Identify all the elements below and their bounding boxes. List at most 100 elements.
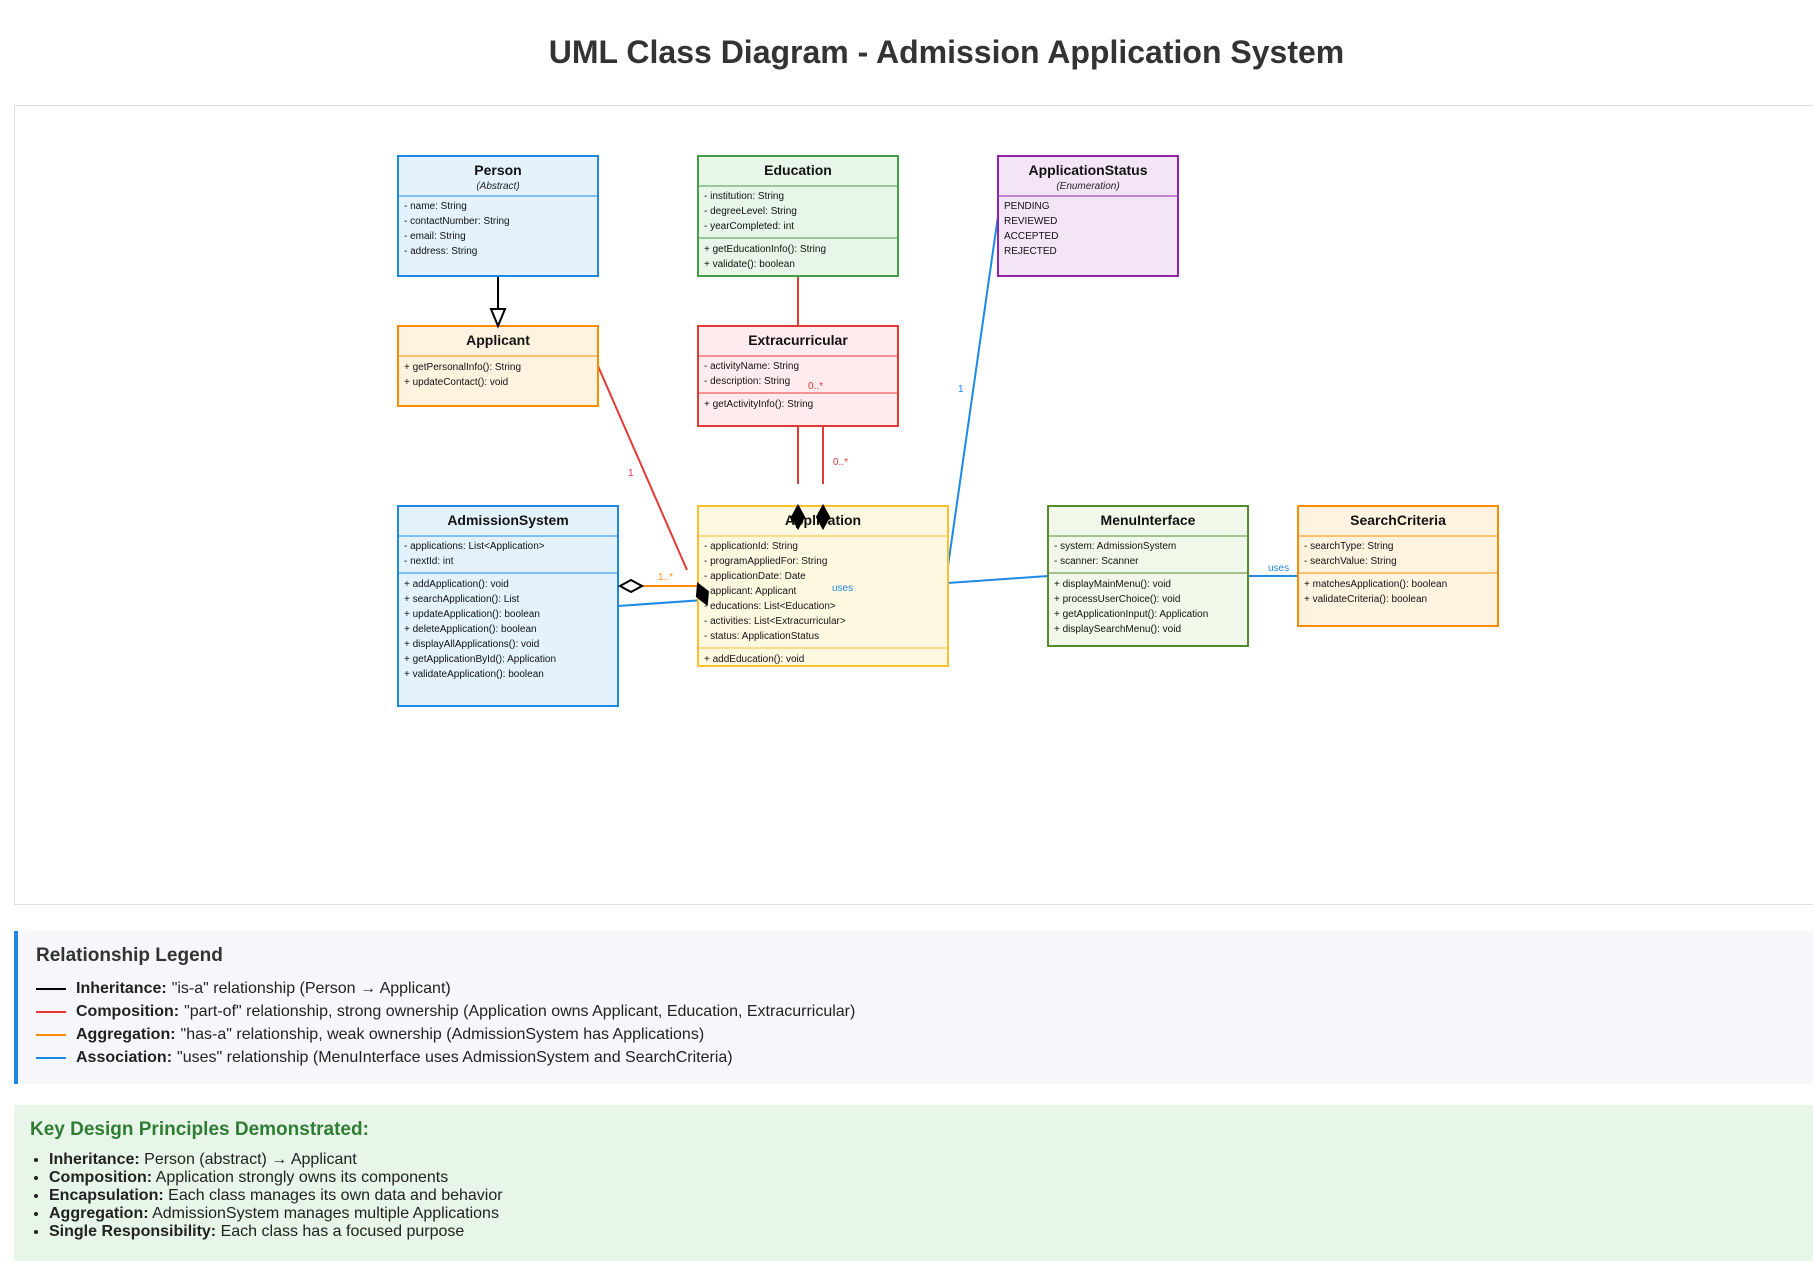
principle-name: Single Responsibility: xyxy=(49,1223,217,1240)
class-box xyxy=(1297,505,1499,627)
principle-text: AdmissionSystem manages multiple Applica… xyxy=(152,1205,499,1222)
class-attribute: - searchValue: String xyxy=(1304,556,1397,567)
principle-text: Application strongly owns its components xyxy=(155,1169,449,1186)
class-attribute: - address: String xyxy=(404,246,477,257)
class-method: + updateApplication(): boolean xyxy=(404,609,540,620)
multiplicity-applicant: 1 xyxy=(628,468,634,479)
legend-item-name: Aggregation: xyxy=(76,1025,176,1043)
class-method: + validateCriteria(): boolean xyxy=(1304,594,1427,605)
class-name: Education xyxy=(764,162,832,178)
design-principles: Key Design Principles Demonstrated: Inhe… xyxy=(14,1105,1813,1261)
class-attribute: - description: String xyxy=(704,376,790,387)
legend-title: Relationship Legend xyxy=(36,945,223,966)
class-extracurricular: Extracurricular- activityName: String- d… xyxy=(697,325,899,427)
association-line-swatch xyxy=(36,1056,66,1059)
class-attribute: - activities: List<Extracurricular> xyxy=(704,616,846,627)
class-method: + addApplication(): void xyxy=(404,579,509,590)
principle-item: Composition: Application strongly owns i… xyxy=(49,1169,1813,1187)
class-method: + deleteApplication(): boolean xyxy=(404,624,537,635)
class-menu-interface: MenuInterface - system: AdmissionSystem - … xyxy=(1047,505,1249,647)
class-name: MenuInterface xyxy=(1101,512,1196,528)
class-method: + getApplicationInput(): Application xyxy=(1054,609,1208,620)
multiplicity-extracurricular: 0..* xyxy=(833,457,848,468)
class-method: + displayAllApplications(): void xyxy=(404,639,539,650)
principle-text: Person (abstract) → Applicant xyxy=(144,1151,357,1168)
class-box xyxy=(697,505,949,667)
legend-item-aggregation: Aggregation: "has-a" relationship, weak … xyxy=(36,1023,1813,1046)
class-attribute: ACCEPTED xyxy=(1004,231,1058,242)
multiplicity-education: 0..* xyxy=(808,381,823,392)
class-attribute: - scanner: Scanner xyxy=(1054,556,1139,567)
class-method: + getActivityInfo(): String xyxy=(704,399,813,410)
class-attribute: - institution: String xyxy=(704,191,784,202)
class-attribute: - searchType: String xyxy=(1304,541,1393,552)
composition-line-swatch xyxy=(36,1010,66,1013)
class-method: + searchApplication(): List xyxy=(404,594,520,605)
legend-item-text: "has-a" relationship, weak ownership (Ad… xyxy=(180,1025,705,1043)
class-method: + getEducationInfo(): String xyxy=(704,244,826,255)
class-admission-system: AdmissionSystem- applications: List<Appl… xyxy=(397,505,619,707)
legend-item-text: "uses" relationship (MenuInterface uses … xyxy=(177,1048,733,1066)
class-application-status: ApplicationStatus(Enumeration)PENDINGREV… xyxy=(997,155,1179,277)
class-box xyxy=(1047,505,1249,647)
legend-item-association: Association: "uses" relationship (MenuIn… xyxy=(36,1046,1813,1069)
class-method: + validateApplication(): boolean xyxy=(404,669,544,680)
association-label-search: uses xyxy=(1268,563,1289,574)
composition-diamond-education xyxy=(790,503,806,531)
class-attribute: - system: AdmissionSystem xyxy=(1054,541,1176,552)
class-method: + addEducation(): void xyxy=(704,654,804,665)
page-title: UML Class Diagram - Admission Applicatio… xyxy=(548,34,1345,70)
principle-name: Composition: xyxy=(49,1169,153,1186)
class-attribute: - name: String xyxy=(404,201,467,212)
class-attribute: - educations: List<Education> xyxy=(704,601,836,612)
class-method: + getPersonalInfo(): String xyxy=(404,362,521,373)
class-method: + getApplicationById(): Application xyxy=(404,654,556,665)
class-method: + processUserChoice(): void xyxy=(1054,594,1180,605)
relationship-legend: Relationship Legend Inheritance: "is-a" … xyxy=(14,931,1813,1084)
composition-diamond-extracurricular xyxy=(815,503,831,531)
inheritance-arrowhead xyxy=(489,308,507,329)
principle-name: Encapsulation: xyxy=(49,1187,164,1204)
legend-item-name: Inheritance: xyxy=(76,979,167,997)
inheritance-line-swatch xyxy=(36,987,66,990)
class-attribute: - nextId: int xyxy=(404,556,454,567)
class-attribute: - contactNumber: String xyxy=(404,216,510,227)
class-attribute: REVIEWED xyxy=(1004,216,1057,227)
legend-item-text: "is-a" relationship (Person → Applicant) xyxy=(171,979,451,997)
class-method: + validate(): boolean xyxy=(704,259,795,270)
principles-title: Key Design Principles Demonstrated: xyxy=(30,1119,369,1140)
class-box xyxy=(997,155,1179,277)
class-attribute: - degreeLevel: String xyxy=(704,206,797,217)
class-application: Application- applicationId: String- prog… xyxy=(697,505,949,667)
multiplicity-status: 1 xyxy=(958,384,964,395)
class-box xyxy=(397,505,619,707)
composition-diamond-applicant xyxy=(695,582,709,607)
class-box xyxy=(397,325,599,407)
legend-item-inheritance: Inheritance: "is-a" relationship (Person… xyxy=(36,977,1813,1000)
principle-item: Inheritance: Person (abstract) → Applica… xyxy=(49,1151,1813,1169)
class-method: + displaySearchMenu(): void xyxy=(1054,624,1181,635)
classes-layer: Person (Abstract) - name: String - contactN… xyxy=(397,155,1499,707)
class-stereotype: (Enumeration) xyxy=(1056,181,1119,192)
class-attribute: - status: ApplicationStatus xyxy=(704,631,819,642)
class-attribute: - applicant: Applicant xyxy=(704,586,797,597)
multiplicity-admission: 1..* xyxy=(658,572,673,583)
class-attribute: REJECTED xyxy=(1004,246,1057,257)
aggregation-diamond xyxy=(617,578,645,594)
principle-text: Each class has a focused purpose xyxy=(220,1223,465,1240)
class-attribute: - email: String xyxy=(404,231,466,242)
class-method: + updateContact(): void xyxy=(404,377,508,388)
class-method: + displayMainMenu(): void xyxy=(1054,579,1171,590)
class-name: Person xyxy=(474,162,521,178)
class-name: Applicant xyxy=(466,332,530,348)
legend-item-composition: Composition: "part-of" relationship, str… xyxy=(36,1000,1813,1023)
class-name: ApplicationStatus xyxy=(1028,162,1147,178)
class-attribute: - yearCompleted: int xyxy=(704,221,794,232)
class-attribute: - activityName: String xyxy=(704,361,799,372)
class-box xyxy=(697,155,899,277)
class-attribute: - programAppliedFor: String xyxy=(704,556,827,567)
class-stereotype: (Abstract) xyxy=(476,181,519,192)
principle-item: Aggregation: AdmissionSystem manages mul… xyxy=(49,1205,1813,1223)
principle-item: Encapsulation: Each class manages its ow… xyxy=(49,1187,1813,1205)
